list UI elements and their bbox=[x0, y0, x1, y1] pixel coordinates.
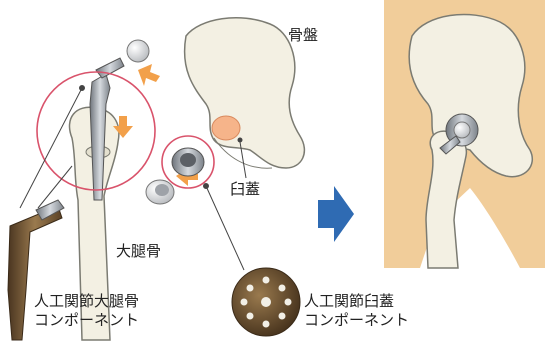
femoral-component-label-line2: コンポーネント bbox=[34, 311, 139, 330]
femoral-component-label: 人工関節大腿骨 コンポーネント bbox=[34, 292, 139, 330]
acetabulum-socket bbox=[212, 116, 240, 140]
pelvis-label: 骨盤 bbox=[288, 26, 318, 45]
acetabular-component-photo bbox=[232, 268, 300, 336]
acetabular-component-label-line2: コンポーネント bbox=[304, 311, 409, 330]
pelvis-bone bbox=[185, 18, 305, 168]
implanted-hip-panel bbox=[384, 0, 545, 268]
acetabulum-label: 臼蓋 bbox=[230, 180, 260, 199]
cup-liner bbox=[172, 148, 204, 176]
result-arrow-icon bbox=[318, 186, 354, 242]
cup-shell bbox=[146, 180, 174, 204]
femoral-component-label-line1: 人工関節大腿骨 bbox=[34, 292, 139, 311]
femoral-head-ball bbox=[127, 40, 149, 62]
femur-label: 大腿骨 bbox=[116, 242, 161, 261]
acetabular-component-label-line1: 人工関節臼蓋 bbox=[304, 292, 409, 311]
acetabular-component-label: 人工関節臼蓋 コンポーネント bbox=[304, 292, 409, 330]
